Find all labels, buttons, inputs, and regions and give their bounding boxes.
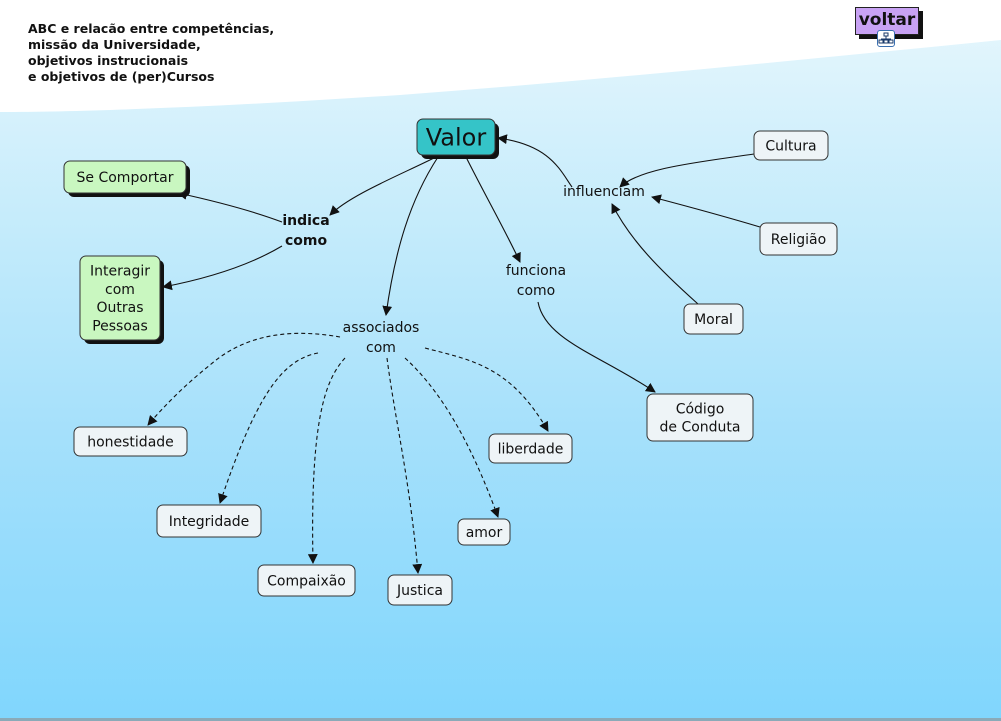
- edge-assoc-honestidade: [147, 332, 341, 426]
- concept-label: amor: [466, 525, 503, 541]
- concept-map-icon[interactable]: [877, 30, 895, 47]
- concept-box: [63, 160, 187, 194]
- link-influenciam[interactable]: influenciam: [563, 184, 645, 200]
- concept-label: Outras: [96, 300, 143, 316]
- concept-box: [488, 433, 573, 464]
- concept-label: Interagir: [90, 264, 150, 280]
- link-funciona-como[interactable]: funciona como: [506, 263, 566, 299]
- concept-label: de Conduta: [660, 420, 741, 436]
- link-label: associados: [343, 320, 420, 336]
- edge-valor-associados: [382, 156, 439, 316]
- concept-label: Compaixão: [267, 574, 346, 590]
- header-background: [0, 0, 1001, 112]
- bottom-border: [0, 718, 1001, 721]
- concept-honestidade[interactable]: honestidade: [73, 426, 188, 457]
- concept-valor[interactable]: Valor: [416, 118, 499, 159]
- concept-amor[interactable]: amor: [457, 518, 511, 546]
- concept-box: [156, 504, 262, 538]
- edge-funciona-codigo: [537, 301, 656, 393]
- edge-indica-interagir: [162, 245, 283, 291]
- edge-assoc-compaixao: [307, 357, 346, 564]
- concept-liberdade[interactable]: liberdade: [488, 433, 573, 464]
- concept-label: liberdade: [498, 442, 564, 458]
- concept-box: [79, 255, 161, 341]
- concept-justica[interactable]: Justica: [387, 574, 453, 606]
- edge-valor-indica: [329, 156, 437, 216]
- link-label: como: [517, 283, 555, 299]
- concept-box: [257, 564, 356, 597]
- concept-box: [457, 518, 511, 546]
- concept-box: [683, 303, 744, 335]
- concept-box: [416, 118, 496, 156]
- concept-label: com: [105, 282, 135, 298]
- link-label: influenciam: [563, 184, 645, 200]
- concept-moral[interactable]: Moral: [683, 303, 744, 335]
- concept-label: Integridade: [169, 514, 250, 530]
- concept-box: [73, 426, 188, 457]
- concept-religiao[interactable]: Religião: [759, 222, 838, 256]
- edge-religiao-influenciam: [651, 194, 761, 228]
- concept-label: honestidade: [87, 435, 174, 451]
- link-label: com: [366, 340, 396, 356]
- edge-indica-secomportar: [177, 190, 283, 223]
- page-title: ABC e relacão entre competências, missão…: [28, 21, 275, 84]
- concept-box: [646, 393, 754, 442]
- concept-label: Moral: [694, 312, 733, 328]
- concept-label: Pessoas: [92, 318, 148, 334]
- concept-label: Valor: [426, 124, 487, 152]
- edge-valor-funciona: [465, 156, 521, 263]
- edge-assoc-liberdade: [424, 347, 549, 432]
- concept-box: [387, 574, 453, 606]
- concept-label: Código: [676, 401, 725, 417]
- concept-box: [759, 222, 838, 256]
- concept-label: Se Comportar: [77, 170, 174, 186]
- concept-label: Religião: [771, 232, 826, 248]
- concept-box: [753, 130, 829, 161]
- edge-moral-influenciam: [611, 203, 699, 305]
- edge-influenciam-valor: [497, 134, 573, 188]
- edge-cultura-influenciam: [619, 153, 755, 188]
- concept-cultura[interactable]: Cultura: [753, 130, 829, 161]
- concept-codigo[interactable]: Código de Conduta: [646, 393, 754, 442]
- concept-compaixao[interactable]: Compaixão: [257, 564, 356, 597]
- back-button[interactable]: voltar: [855, 7, 919, 35]
- concept-label: Cultura: [765, 139, 816, 155]
- concept-integridade[interactable]: Integridade: [156, 504, 262, 538]
- link-associados-com[interactable]: associados com: [343, 320, 420, 356]
- concept-se-comportar[interactable]: Se Comportar: [63, 160, 190, 197]
- link-label: indica: [282, 213, 329, 229]
- link-indica-como[interactable]: indica como: [282, 213, 329, 249]
- link-label: funciona: [506, 263, 566, 279]
- edge-assoc-integridade: [218, 352, 319, 504]
- edge-assoc-justica: [386, 357, 423, 574]
- link-label: como: [285, 233, 328, 249]
- edge-assoc-amor: [404, 357, 500, 518]
- concept-label: Justica: [396, 583, 443, 599]
